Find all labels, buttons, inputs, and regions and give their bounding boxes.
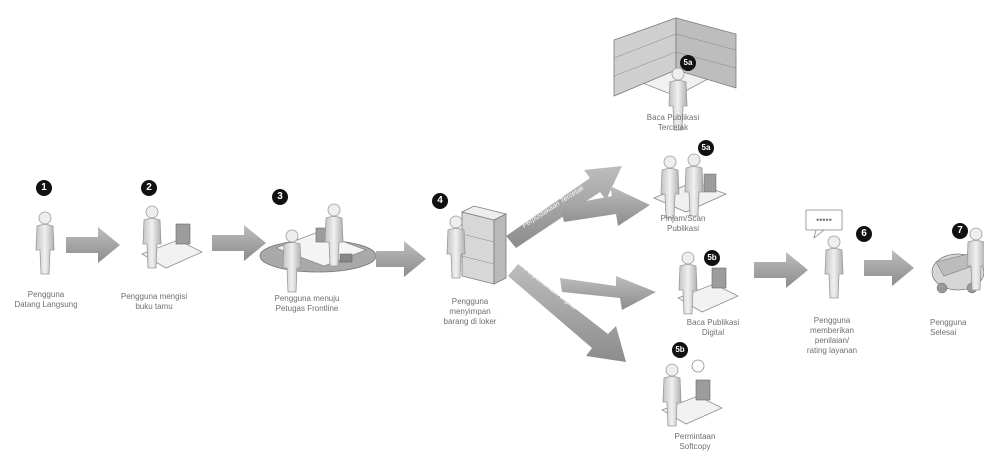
step-7-illustration: [931, 227, 984, 294]
step-5a-read-label: Baca Publikasi Tercetak: [638, 113, 708, 133]
step-5b-softcopy-illustration: [661, 359, 723, 427]
step-5b-digital-label: Baca Publikasi Digital: [676, 318, 750, 338]
step-3-label: Pengguna menuju Petugas Frontline: [262, 294, 352, 314]
step-6-label-line: memberikan: [809, 326, 854, 335]
step-5a-borrow-label-line: Pinjam/Scan: [660, 214, 706, 223]
svg-text:•••••: •••••: [816, 215, 832, 225]
step-5b-softcopy-label: Permintaan Softcopy: [660, 432, 730, 452]
step-6-illustration: •••••: [805, 209, 844, 299]
step-3-label-line: Pengguna menuju: [274, 294, 340, 303]
step-5b-digital-label-line: Digital: [701, 328, 725, 337]
step-2-illustration: [141, 205, 203, 269]
step-2-label: Pengguna mengisi buku tamu: [112, 292, 196, 312]
arrow-2-3: [212, 225, 266, 261]
step-2-label-line: Pengguna mengisi: [120, 292, 188, 301]
step-6-label-line: rating layanan: [806, 346, 858, 355]
step-6-badge: 6: [856, 226, 872, 242]
step-5a-borrow-badge: 5a: [698, 140, 714, 156]
step-2-badge: 2: [141, 180, 157, 196]
step-4-label-line: menyimpan: [449, 307, 491, 316]
step-6-label-line: Pengguna: [813, 316, 851, 325]
step-7-label-line: Selesai: [930, 328, 957, 337]
arrow-1-2: [66, 227, 120, 263]
step-5a-read-badge: 5a: [680, 55, 696, 71]
step-7-badge: 7: [952, 223, 968, 239]
step-3-label-line: Petugas Frontline: [275, 304, 339, 313]
arrow-5-6: [754, 252, 808, 288]
step-7-label: Pengguna Selesai: [930, 318, 984, 338]
step-5b-softcopy-label-line: Permintaan: [674, 432, 716, 441]
step-4-badge: 4: [432, 193, 448, 209]
step-3-illustration: [259, 203, 377, 293]
step-5a-read-illustration: [612, 17, 738, 131]
step-2-label-line: buku tamu: [135, 302, 173, 311]
step-3-badge: 3: [272, 189, 288, 205]
step-5a-borrow-label: Pinjam/Scan Publikasi: [648, 214, 718, 234]
step-4-label: Pengguna menyimpan barang di loker: [432, 297, 508, 327]
step-5a-read-label-line: Tercetak: [657, 123, 689, 132]
step-4-label-line: barang di loker: [443, 317, 497, 326]
step-4-label-line: Pengguna: [451, 297, 489, 306]
step-5a-borrow-illustration: [652, 153, 728, 219]
step-5b-digital-label-line: Baca Publikasi: [686, 318, 740, 327]
step-7-label-line: Pengguna: [930, 318, 967, 327]
step-5b-softcopy-label-line: Softcopy: [679, 442, 711, 451]
arrow-6-7: [864, 250, 914, 286]
step-4-illustration: [446, 205, 508, 285]
step-1-label-line: Pengguna: [27, 290, 65, 299]
step-5a-borrow-label-line: Publikasi: [666, 224, 699, 233]
step-1-label-line: Datang Langsung: [14, 300, 78, 309]
arrow-branch-digital: [508, 264, 626, 362]
step-6-label: Pengguna memberikan penilaian/ rating la…: [794, 316, 870, 356]
step-5b-digital-badge: 5b: [704, 250, 720, 266]
arrow-3-4: [376, 241, 426, 277]
step-5a-read-label-line: Baca Publikasi: [646, 113, 700, 122]
step-1-badge: 1: [36, 180, 52, 196]
arrow-digital-baca: [560, 276, 656, 310]
step-1-illustration: [35, 211, 55, 275]
step-1-label: Pengguna Datang Langsung: [14, 290, 78, 310]
step-5b-softcopy-badge: 5b: [672, 342, 688, 358]
arrow-printed-pinjam: [560, 186, 650, 226]
step-6-label-line: penilaian/: [814, 336, 850, 345]
